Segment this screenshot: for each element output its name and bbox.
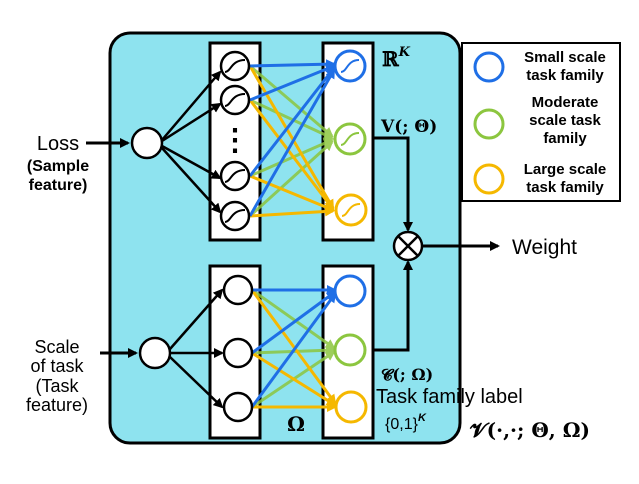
- upper-input-connections: [161, 70, 222, 214]
- output-node-small: [333, 274, 367, 308]
- weight-label: Weight: [512, 236, 577, 259]
- multiply-node: [392, 230, 424, 262]
- output-node-moderate: [333, 122, 367, 156]
- model-label: 𝓥(·,·; 𝚯, 𝛀): [469, 418, 590, 442]
- scale-label-2: of task: [30, 356, 84, 376]
- lower-branch-label: 𝓒(; 𝛀): [381, 365, 433, 384]
- scale-input-node: [138, 336, 172, 370]
- task-family-label: Task family label: [376, 386, 523, 408]
- upper-colored-connections: [248, 59, 336, 218]
- legend-moderate-icon: [473, 108, 505, 140]
- legend-small-line2: task family: [526, 67, 604, 84]
- legend-small-icon: [473, 51, 505, 83]
- output-node-large: [334, 390, 368, 424]
- legend: Small scale task family Moderate scale t…: [461, 42, 621, 202]
- hidden-node: [219, 50, 251, 82]
- lower-output-nodes: [333, 274, 368, 424]
- hidden-node: [219, 160, 251, 192]
- hidden-node: [219, 84, 251, 116]
- scale-label-1: Scale: [34, 337, 79, 357]
- lower-colored-connections: [250, 285, 337, 412]
- legend-small-line1: Small scale: [524, 49, 606, 66]
- upper-branch-label: 𝐕(; 𝚯): [380, 117, 437, 137]
- output-node-moderate: [333, 333, 367, 367]
- upper-hidden-nodes: [219, 50, 251, 232]
- output-node-large: [334, 193, 368, 227]
- legend-moderate-line3: family: [543, 130, 587, 147]
- legend-moderate-line2: scale task: [529, 112, 601, 129]
- output-space-label: ℝK: [382, 45, 411, 71]
- hidden-node: [222, 337, 254, 369]
- legend-moderate-line1: Moderate: [532, 94, 599, 111]
- output-node-small: [333, 49, 367, 83]
- omega-label: 𝛀: [287, 412, 305, 436]
- sample-feature-label-2: feature): [29, 177, 88, 194]
- legend-large-line2: task family: [526, 179, 604, 196]
- lower-input-connections: [169, 288, 224, 409]
- sample-feature-label-1: (Sample: [27, 158, 89, 175]
- hidden-node: [222, 391, 254, 423]
- hidden-node: [219, 200, 251, 232]
- legend-large-icon: [473, 163, 505, 195]
- hidden-node: [222, 274, 254, 306]
- ellipsis: ⋮: [220, 124, 250, 157]
- task-feature-label-2: feature): [26, 395, 88, 415]
- lower-branch-arrow: [373, 260, 413, 352]
- legend-large-line1: Large scale: [524, 161, 607, 178]
- lower-hidden-nodes: [222, 274, 254, 423]
- loss-input-node: [130, 126, 164, 160]
- task-family-set: {0,1}K: [385, 412, 427, 433]
- loss-label: Loss: [37, 133, 79, 155]
- upper-branch-arrow: [373, 136, 413, 232]
- upper-output-nodes: [333, 49, 368, 227]
- task-feature-label-1: (Task: [35, 376, 79, 396]
